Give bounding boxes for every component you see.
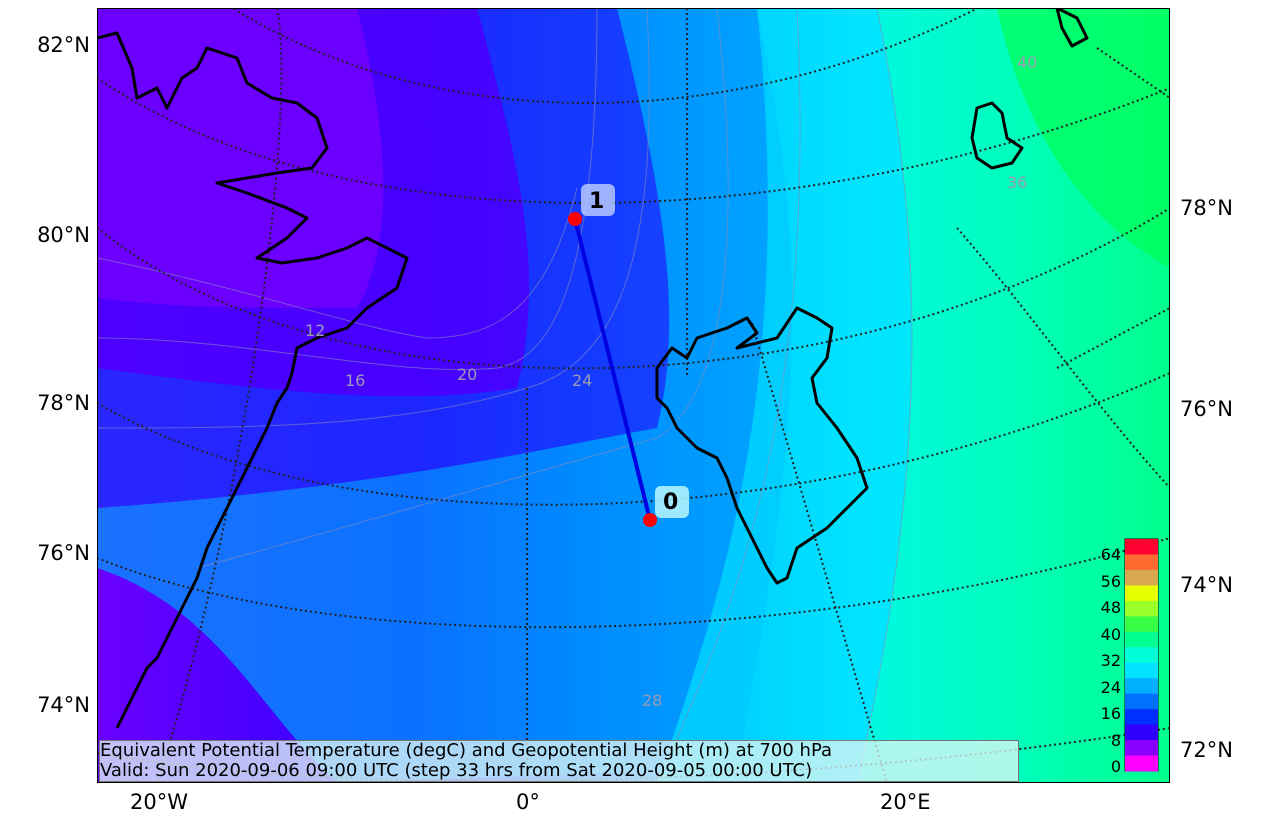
colorbar-swatch [1125,631,1158,648]
map-frame[interactable]: 12 16 20 24 28 40 36 1 0 [97,8,1170,783]
colorbar-tick-label: 0 [1110,757,1121,776]
colorbar-swatch [1125,554,1158,571]
waypoint-0[interactable]: 0 [643,486,689,527]
lon-label-bottom: 20°E [880,790,931,814]
colorbar-swatch [1125,600,1158,617]
contour-band [997,8,1170,268]
colorbar-swatch [1125,755,1158,772]
colorbar-swatch [1125,678,1158,695]
contour-band [97,8,384,308]
colorbar-swatch [1125,709,1158,726]
lat-label-left: 82°N [37,33,90,57]
colorbar-swatch [1125,539,1158,555]
colorbar-tick-label: 64 [1100,545,1121,564]
contour-label: 36 [1007,173,1027,192]
lat-label-left: 80°N [37,223,90,247]
waypoint-label: 0 [663,490,678,515]
contour-band [97,8,792,783]
contour-label: 12 [305,321,325,340]
lat-label-right: 72°N [1180,738,1233,762]
lat-label-right: 76°N [1180,397,1233,421]
contour-label: 24 [572,371,592,390]
colorbar-swatch [1125,740,1158,757]
lat-label-right: 74°N [1180,573,1233,597]
colorbar-tick-label: 56 [1100,571,1121,591]
coastlines [97,8,1089,729]
colorbar-swatch [1125,662,1158,679]
colorbar-swatch [1125,616,1158,633]
colorbar-swatch [1125,647,1158,664]
lat-label-left: 74°N [37,693,90,717]
map-canvas[interactable]: 12 16 20 24 28 40 36 1 0 [97,8,1170,783]
flight-track [573,218,652,521]
colorbar-swatch [1125,693,1158,710]
colorbar [1124,538,1159,772]
colorbar-swatch [1125,724,1158,741]
lat-label-left: 76°N [37,541,90,565]
waypoint-1[interactable]: 1 [568,184,615,226]
map-caption: Equivalent Potential Temperature (degC) … [99,740,1019,782]
colorbar-tick-label: 48 [1100,598,1121,617]
contour-band [657,8,912,783]
caption-line-1: Equivalent Potential Temperature (degC) … [100,741,833,761]
lon-label-bottom: 20°W [130,790,188,814]
contour-label: 16 [345,371,365,390]
contour-band [97,8,670,508]
lat-label-right: 78°N [1180,196,1233,220]
colorbar-swatch [1125,569,1158,586]
contour-label: 40 [1017,53,1037,72]
colorbar-tick-label: 40 [1100,624,1121,644]
waypoint-label: 1 [589,189,604,214]
caption-line-2: Valid: Sun 2020-09-06 09:00 UTC (step 33… [100,761,813,781]
colorbar-tick-label: 32 [1100,651,1121,670]
contour-label: 20 [457,365,477,384]
contour-labels: 12 16 20 24 28 40 36 [305,53,1037,710]
colorbar-tick-label: 24 [1100,677,1121,697]
longitude-graticule [156,8,1170,783]
lat-label-left: 78°N [37,391,90,415]
colorbar-swatch [1125,585,1158,602]
lon-label-bottom: 0° [516,790,540,814]
colorbar-tick-label: 16 [1100,704,1121,723]
colorbar-tick-label: 8 [1110,730,1121,750]
contour-label: 28 [642,691,662,710]
